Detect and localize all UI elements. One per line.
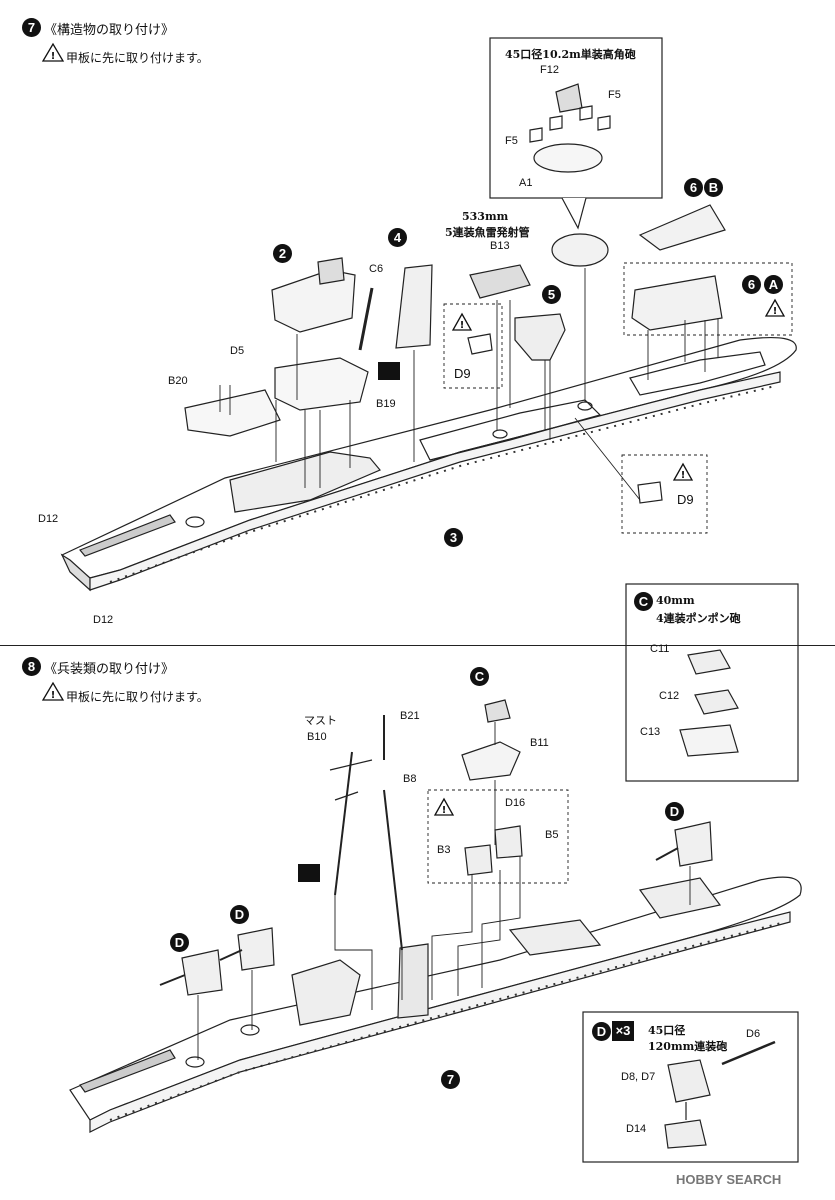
part-label: C6 <box>369 263 384 275</box>
torpedo-b13 <box>469 264 531 299</box>
subassembly-badge: C <box>470 667 489 686</box>
callout-title: 45口径 <box>648 1024 686 1037</box>
step-title: 《兵装類の取り付け》 <box>44 662 175 677</box>
funnel-step8 <box>397 943 429 1019</box>
funnel-part-4 <box>395 264 433 349</box>
part-label: D14 <box>626 1123 647 1135</box>
part-label: C12 <box>659 690 680 702</box>
part-label: B19 <box>376 398 396 410</box>
step-title: 《構造物の取り付け》 <box>44 23 175 38</box>
svg-text:!: ! <box>51 690 56 701</box>
part-label: F5 <box>608 89 621 101</box>
subassembly-badge: B <box>704 178 723 197</box>
step-note: 甲板に先に取り付けます。 <box>66 51 209 65</box>
deck-b20 <box>184 389 281 437</box>
subassembly-badge: 5 <box>542 285 561 304</box>
callout-title: 120mm連装砲 <box>648 1040 728 1053</box>
torpedo-title: 533mm <box>462 210 509 223</box>
torpedo-title: 5連装魚雷発射管 <box>445 226 530 239</box>
step-number-badge: 7 <box>22 18 41 37</box>
svg-text:!: ! <box>681 470 686 481</box>
section-divider <box>0 645 835 646</box>
part-label: D8, D7 <box>621 1071 656 1083</box>
part-label: D12 <box>38 513 59 525</box>
callout-title: 45口径10.2m単装高角砲 <box>505 48 636 61</box>
part-label: D9 <box>677 492 694 507</box>
step-number-badge: 8 <box>22 657 41 676</box>
part-label: C13 <box>640 726 661 738</box>
part-label: A1 <box>519 177 533 189</box>
subassembly-badge: 3 <box>444 528 463 547</box>
svg-text:!: ! <box>460 320 465 331</box>
part-label: D9 <box>454 366 471 381</box>
svg-text:!: ! <box>773 306 778 317</box>
svg-text:!: ! <box>442 805 447 816</box>
part-5 <box>514 313 566 361</box>
subassembly-badge: C <box>634 592 653 611</box>
subassembly-badge: 6 <box>684 178 703 197</box>
subassembly-badge: 2 <box>273 244 292 263</box>
subassembly-badge: D <box>592 1022 611 1041</box>
subassembly-badge: 6 <box>742 275 761 294</box>
watermark: HOBBY SEARCH <box>676 1172 782 1187</box>
part-label: B8 <box>403 773 417 785</box>
svg-text:!: ! <box>51 51 56 62</box>
callout-title: 40mm <box>656 594 695 607</box>
part-label: D12 <box>93 614 114 626</box>
part-label: F5 <box>505 135 518 147</box>
subassembly-badge: 7 <box>441 1070 460 1089</box>
part-label: B10 <box>307 731 327 743</box>
part-6 <box>631 275 723 331</box>
multiplier-badge: ×3 <box>612 1021 634 1041</box>
subassembly-badge: 4 <box>388 228 407 247</box>
callout-title: 4連装ポンポン砲 <box>656 612 741 625</box>
part-label: C11 <box>650 643 670 655</box>
step-note: 甲板に先に取り付けます。 <box>66 690 209 704</box>
subassembly-badge: D <box>170 933 189 952</box>
part-label: B5 <box>545 829 559 841</box>
part-label: マスト <box>304 715 337 727</box>
part-label: B13 <box>490 240 510 252</box>
part-label: B3 <box>437 844 451 856</box>
part-label: B11 <box>530 737 549 749</box>
part-label: D5 <box>230 345 245 357</box>
subassembly-badge: D <box>665 802 684 821</box>
part-label: B21 <box>400 710 420 722</box>
warning-icons <box>41 42 786 816</box>
deck-upper <box>274 357 369 411</box>
part-label: B20 <box>168 375 188 387</box>
subassembly-badge: D <box>230 905 249 924</box>
part-label: F12 <box>540 64 559 76</box>
subassembly-badge: A <box>764 275 783 294</box>
part-label: D16 <box>505 797 526 809</box>
part-label: D6 <box>746 1028 761 1040</box>
